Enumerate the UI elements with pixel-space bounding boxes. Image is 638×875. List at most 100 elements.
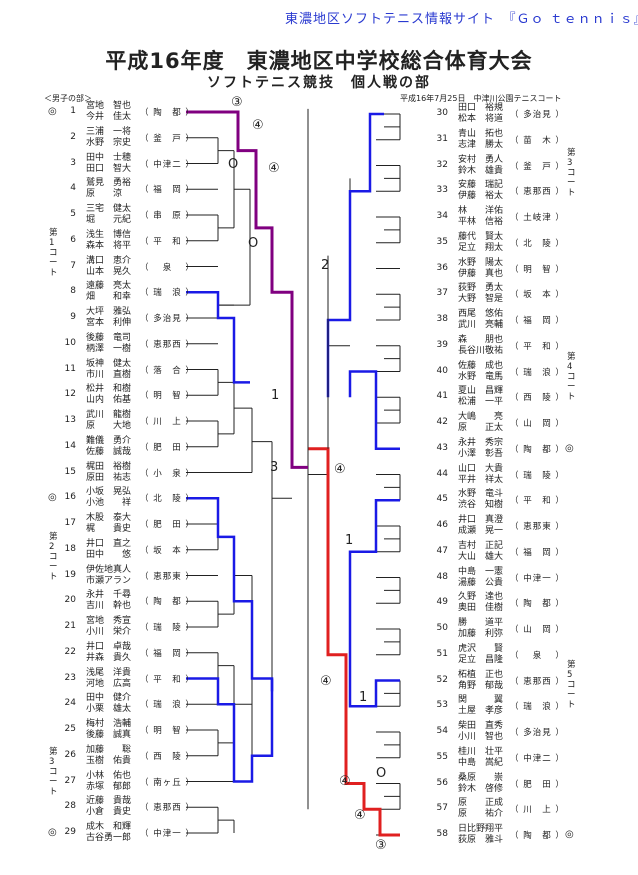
school-name: （ 福 岡 ） — [140, 185, 195, 196]
entry-number: 39 — [436, 339, 448, 350]
player-name: 山口 大貴 — [458, 463, 504, 474]
player-name: 赤塚 郁郎 — [86, 781, 132, 792]
school-name: （ 瑞 浪 ） — [510, 702, 565, 713]
player-name: 溝口 恵介 — [86, 255, 132, 266]
round-mark: ④ — [268, 161, 280, 176]
player-name: 桂川 壮平 — [458, 746, 504, 757]
player-name: 夏山 昌輝 — [458, 386, 504, 397]
school-name: （ 瑞 陵 ） — [510, 470, 565, 481]
entry-number: 24 — [64, 698, 76, 709]
site-link[interactable]: 東濃地区ソフトテニス情報サイト 『Ｇｏ ｔｅｎｎｉｓ』 — [285, 12, 638, 27]
entry-number: 51 — [436, 648, 448, 659]
player-name: 梶田 裕樹 — [86, 461, 132, 472]
school-name: （ 明 智 ） — [140, 726, 195, 736]
entry-number: 47 — [436, 545, 448, 556]
school-name: （ 多治見 ） — [140, 314, 195, 324]
player-name: 西尾 悠佑 — [458, 309, 504, 319]
court-label-4: 第4コート — [567, 352, 576, 402]
school-name: （ 西 陵 ） — [140, 751, 195, 762]
player-name: 小川 智也 — [458, 732, 504, 742]
player-name: 荻原 雅斗 — [458, 835, 504, 845]
school-name: （ 陶 都 ） — [510, 599, 565, 610]
school-name: （ 瑞 陵 ） — [140, 623, 195, 633]
entry-number: 5 — [70, 209, 76, 219]
player-name: 小池 祥 — [86, 498, 132, 509]
winner-path — [326, 112, 384, 398]
school-name: （ 平 和 ） — [510, 341, 565, 352]
player-name: 湯藤 公貴 — [458, 577, 504, 588]
court-label-3-right: 第3コート — [567, 148, 576, 198]
entry-number: 37 — [436, 288, 448, 299]
player-name: 浅生 博信 — [86, 229, 132, 240]
school-name: （ 恵那西 ） — [510, 187, 565, 198]
player-name: 小栗 雄太 — [86, 704, 132, 715]
player-name: 足立 昌隆 — [458, 654, 504, 665]
school-name: （ 北 陵 ） — [140, 494, 195, 505]
round-mark: 1 — [345, 533, 354, 548]
player-name: 後藤 竜司 — [86, 332, 132, 343]
player-name: 宮地 智也 — [86, 101, 132, 111]
entry-number: 43 — [436, 442, 448, 453]
player-name: 関 翼 — [458, 695, 504, 706]
page-title: 平成16年度 東濃地区中学校総合体育大会 — [105, 49, 533, 73]
player-name: 佐藤 成也 — [458, 360, 504, 371]
entry-number: 3 — [70, 157, 76, 168]
player-name: 林 洋佑 — [458, 206, 504, 216]
player-name: 吉村 正記 — [458, 540, 504, 551]
entry-number: 58 — [436, 829, 448, 839]
school-name: （ 川 上 ） — [510, 805, 565, 816]
school-name: （ 西 陵 ） — [510, 393, 565, 404]
school-name: （ 恵那東 ） — [140, 571, 195, 582]
entry-number: 23 — [64, 672, 76, 683]
entry-number: 57 — [436, 803, 448, 814]
school-name: （ 恵那西 ） — [140, 339, 195, 350]
winner-path — [348, 370, 400, 450]
school-name: （ 明 智 ） — [140, 391, 195, 402]
winner-path — [186, 677, 274, 783]
entry-number: 13 — [64, 415, 76, 425]
winner-path — [186, 291, 250, 384]
entry-number: 12 — [64, 389, 76, 400]
player-name: 渋谷 知樹 — [458, 500, 504, 511]
player-name: 久野 達也 — [458, 592, 504, 603]
player-name: 成瀬 晃一 — [458, 526, 504, 536]
entry-number: 34 — [436, 211, 448, 221]
entry-number: 30 — [436, 108, 448, 118]
player-name: 永井 千尋 — [86, 590, 132, 601]
player-name: 武川 亮輔 — [458, 320, 504, 330]
entry-number: 15 — [64, 466, 76, 477]
entry-number: 11 — [64, 363, 76, 374]
round-mark: ④ — [354, 808, 366, 823]
player-name: 宮地 秀宣 — [86, 616, 132, 626]
round-mark: ④ — [334, 462, 346, 477]
school-name: （ 苗 木 ） — [510, 135, 565, 146]
player-name: 伊藤 真也 — [458, 268, 504, 279]
player-name: 永井 秀宗 — [458, 437, 504, 448]
player-name: 荻野 勇太 — [458, 283, 504, 294]
entry-number: 38 — [436, 314, 448, 324]
round-mark: ③ — [231, 95, 243, 110]
player-name: 成木 和輝 — [86, 822, 132, 832]
court-label-2: 第2コート — [49, 532, 58, 582]
court-label-1: 第1コート — [49, 228, 58, 278]
player-name: 奥田 佳樹 — [458, 603, 504, 614]
player-name: 安村 勇人 — [458, 154, 504, 165]
school-name: （ 明 智 ） — [510, 264, 565, 275]
player-name: 木股 泰大 — [86, 513, 132, 523]
player-name: 鈴木 啓修 — [458, 783, 504, 794]
player-name: 水野 宗史 — [86, 137, 132, 148]
player-name: 井口 真澄 — [458, 515, 504, 525]
player-name: 三浦 一将 — [86, 126, 132, 137]
entry-number: 48 — [436, 571, 448, 582]
player-name: 平井 祥太 — [458, 474, 504, 485]
player-name: 原田 祐志 — [86, 472, 132, 483]
entry-number: 52 — [436, 674, 448, 685]
entry-number: 14 — [64, 440, 76, 451]
player-name: 平林 信裕 — [458, 217, 504, 227]
entry-number: 46 — [436, 520, 448, 530]
player-name: 志津 勝太 — [458, 139, 504, 150]
entry-number: 33 — [436, 185, 448, 196]
entry-number: 22 — [64, 646, 76, 657]
